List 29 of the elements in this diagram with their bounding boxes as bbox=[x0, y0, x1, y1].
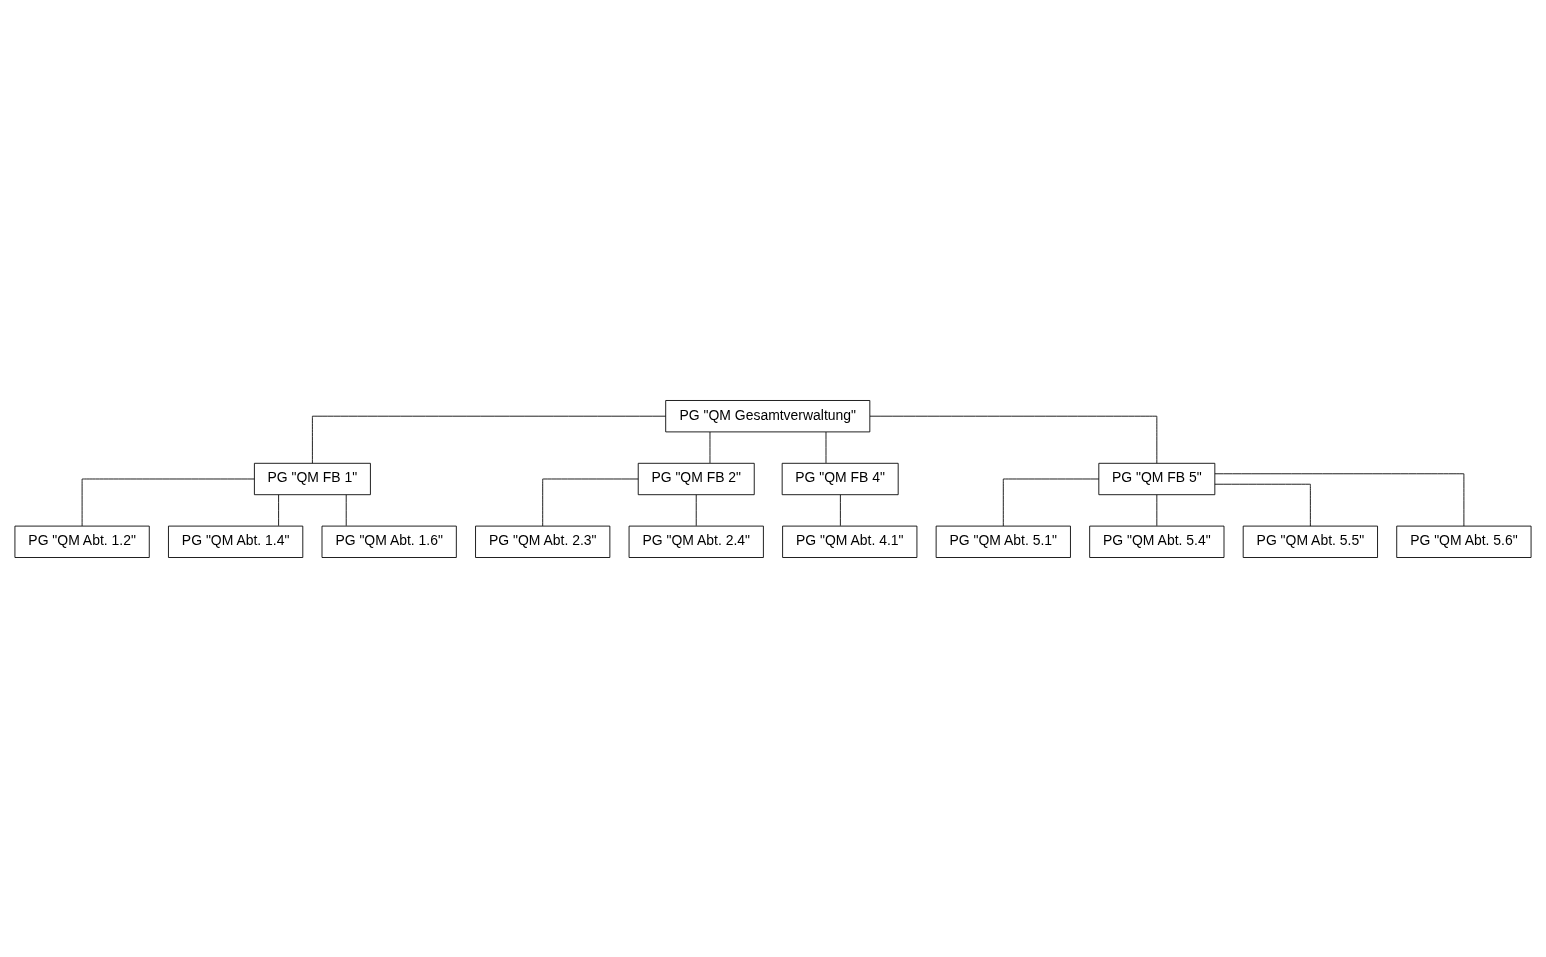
node-box: PG "QM Abt. 4.1" bbox=[782, 525, 918, 558]
connector bbox=[1214, 472, 1465, 526]
connector bbox=[1002, 478, 1100, 526]
node-box: PG "QM FB 4" bbox=[781, 462, 899, 495]
connector bbox=[825, 431, 827, 463]
node-box: PG "QM Abt. 1.6" bbox=[321, 525, 457, 558]
connector bbox=[345, 493, 347, 526]
node-box: PG "QM FB 5" bbox=[1098, 462, 1216, 495]
node-box: PG "QM Abt. 1.4" bbox=[168, 525, 304, 558]
connector bbox=[695, 493, 697, 526]
node-box: PG "QM Abt. 2.3" bbox=[475, 525, 611, 558]
connector bbox=[839, 493, 841, 526]
node-box: PG "QM Abt. 1.2" bbox=[14, 525, 150, 558]
connector bbox=[311, 415, 666, 464]
connector bbox=[709, 431, 711, 463]
connector bbox=[869, 415, 1158, 464]
connector bbox=[278, 493, 280, 526]
node-box: PG "QM FB 1" bbox=[253, 462, 371, 495]
connector bbox=[1214, 483, 1311, 526]
node-box: PG "QM FB 2" bbox=[637, 462, 755, 495]
node-box: PG "QM Abt. 5.5" bbox=[1242, 525, 1378, 558]
connector bbox=[81, 478, 255, 526]
node-box: PG "QM Abt. 5.4" bbox=[1089, 525, 1225, 558]
node-box: PG "QM Abt. 5.6" bbox=[1396, 525, 1532, 558]
connector bbox=[542, 478, 639, 526]
node-box: PG "QM Abt. 5.1" bbox=[935, 525, 1071, 558]
node-box: PG "QM Abt. 2.4" bbox=[628, 525, 764, 558]
node-box: PG "QM Gesamtverwaltung" bbox=[665, 399, 871, 432]
connector bbox=[1156, 493, 1158, 526]
